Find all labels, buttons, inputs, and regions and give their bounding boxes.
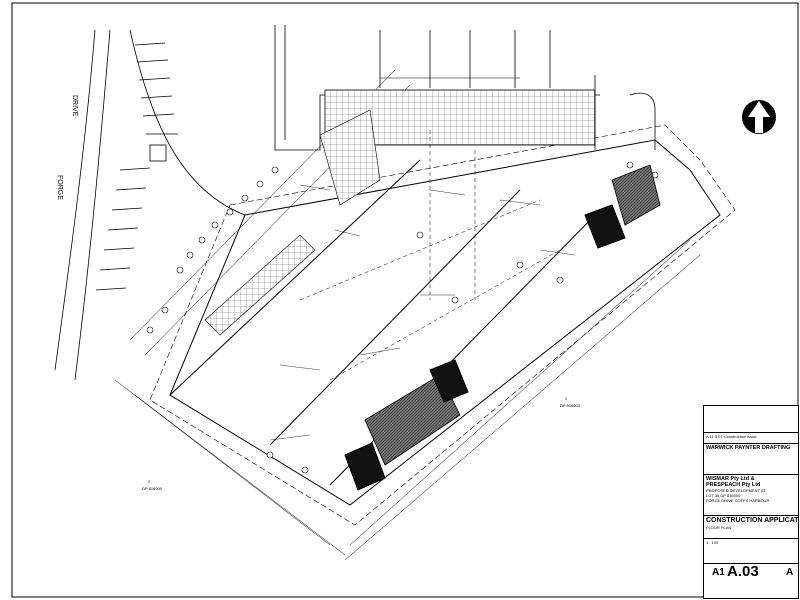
street-label-forge: FORGE (56, 175, 63, 200)
internal-lines (299, 130, 561, 381)
revision-note: A 11.5.07 Construction issue (706, 434, 757, 439)
scale-row: 1 : 100 (704, 539, 798, 564)
drawing-scale: 1 : 100 (706, 540, 719, 545)
sheet-size: A1 (712, 567, 725, 578)
client-line-2: PRESPEACH Pty Ltd (706, 482, 761, 488)
sheet-title: FLOOR PLAN (706, 525, 732, 530)
project-line-1: PROPOSED DEVELOPMENT AT (706, 488, 766, 493)
street-label-drive: DRIVE (71, 95, 78, 117)
title-block-header (704, 406, 798, 433)
sheet-border (11, 2, 799, 598)
title-block: A 11.5.07 Construction issue WARWICK PAY… (703, 405, 799, 599)
lot-plan-right: DP 816000 (560, 403, 581, 408)
drawing-revision: A (786, 567, 794, 578)
grid-markers (146, 161, 659, 474)
drawing-status: CONSTRUCTION APPLICATION (706, 517, 798, 524)
north-arrow-icon (742, 100, 776, 134)
lot-label-right: 2 (565, 396, 568, 401)
drawing-number: A.03 (727, 563, 759, 580)
side-margin-note (2, 470, 12, 580)
revision-row: A 11.5.07 Construction issue (704, 433, 798, 444)
lot-plan-left: DP 816000 (142, 486, 163, 491)
access-ramp (204, 109, 381, 336)
project-line-2: LOT 35 DP 816000 (706, 493, 741, 498)
street-parking (54, 29, 246, 381)
building-block-upper (584, 164, 661, 249)
building-block-lower (344, 359, 469, 491)
architect-row: WARWICK PAYNTER DRAFTING (704, 444, 798, 475)
status-row: CONSTRUCTION APPLICATION FLOOR PLAN (704, 516, 798, 539)
client-row: WISMAR Pty Ltd & PRESPEACH Pty Ltd PROPO… (704, 475, 798, 516)
annotations (269, 184, 576, 441)
lot-label-left: 2 (148, 479, 151, 484)
architect-name: WARWICK PAYNTER DRAFTING (706, 445, 791, 451)
client-line-1: WISMAR Pty Ltd & (706, 476, 755, 482)
project-line-3: FORGE DRIVE COFFS HARBOUR (706, 498, 770, 503)
